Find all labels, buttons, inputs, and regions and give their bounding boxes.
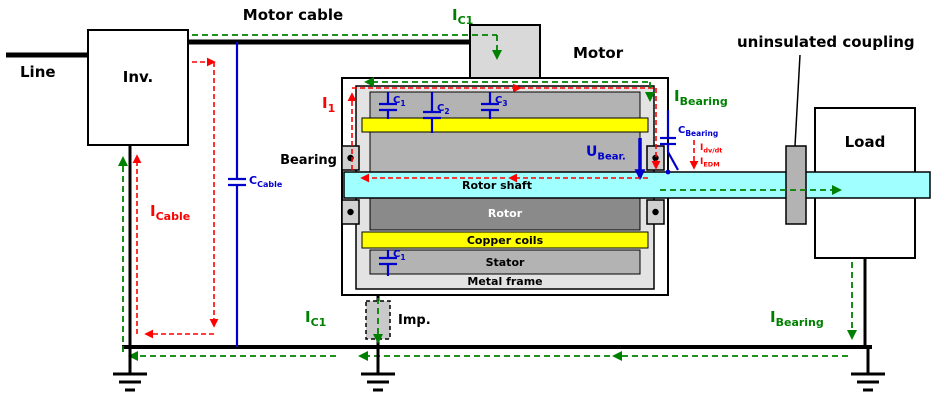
c-bearing-contact-dot (665, 169, 671, 175)
load-label: Load (845, 133, 886, 151)
bearing-ball-icon (652, 208, 659, 216)
c1-bottom-label: C1 (393, 249, 406, 262)
capacitor-c-bearing (660, 110, 679, 175)
green-current-paths (118, 34, 857, 361)
inverter-label: Inv. (123, 68, 154, 86)
i-c1-top-label: IC1 (452, 6, 473, 27)
stator-bottom-rect (369, 249, 641, 275)
metal-frame-label: Metal frame (467, 275, 542, 288)
i-bearing-bottom-label: IBearing (770, 308, 824, 329)
power-wiring (6, 39, 872, 349)
stator-top-rect (369, 91, 641, 119)
c-bearing-label: CBearing (678, 125, 718, 138)
i-bearing-top-label: IBearing (674, 87, 728, 108)
motor-label: Motor (573, 44, 624, 62)
i-1-label: I1 (322, 94, 335, 115)
inverter-box (87, 29, 189, 146)
rotor-rect (369, 197, 641, 231)
copper-coils-label: Copper coils (467, 234, 544, 247)
rotor-shaft-label: Rotor shaft (462, 179, 532, 192)
c-cable-label: CCable (249, 174, 283, 189)
capacitor-c1-top (379, 92, 397, 119)
c3-label: C3 (495, 95, 508, 108)
line-label: Line (20, 63, 56, 81)
motor-cable-label: Motor cable (243, 6, 343, 24)
i-dvdt-label: Idv/dt (700, 143, 722, 155)
c2-label: C2 (437, 103, 450, 116)
capacitor-c2 (423, 92, 441, 133)
rotor-shaft-rect (343, 171, 931, 199)
terminal-box (469, 24, 541, 79)
bearings (341, 145, 665, 225)
capacitor-c3 (481, 92, 499, 119)
coupling-rect (785, 145, 807, 225)
uninsulated-coupling-label: uninsulated coupling (737, 33, 915, 51)
bearing-ball-icon (347, 208, 354, 216)
i-edm-label: IEDM (700, 157, 720, 169)
bearing-ball-icon (652, 154, 659, 162)
ground-symbol (851, 347, 885, 392)
impedance-label: Imp. (398, 313, 431, 328)
c1-top-label: C1 (393, 95, 406, 108)
stator-label: Stator (486, 256, 525, 269)
ground-symbol (113, 347, 147, 392)
i-cable-label: ICable (150, 202, 190, 223)
copper-coils-top-rect (361, 117, 649, 133)
i-c1-bottom-label: IC1 (305, 308, 326, 329)
bearing-label: Bearing (280, 153, 337, 168)
capacitor-c-cable (228, 42, 246, 347)
coupling-pointer-line (794, 54, 801, 147)
rotor-label: Rotor (488, 207, 523, 220)
bearing-switch-icon (667, 151, 679, 171)
u-bearing-label: UBear. (586, 144, 626, 163)
capacitor-c1-bottom (379, 250, 397, 276)
copper-coils-bottom-rect (361, 231, 649, 249)
ground-symbol (361, 347, 395, 392)
red-current-paths (132, 57, 699, 339)
